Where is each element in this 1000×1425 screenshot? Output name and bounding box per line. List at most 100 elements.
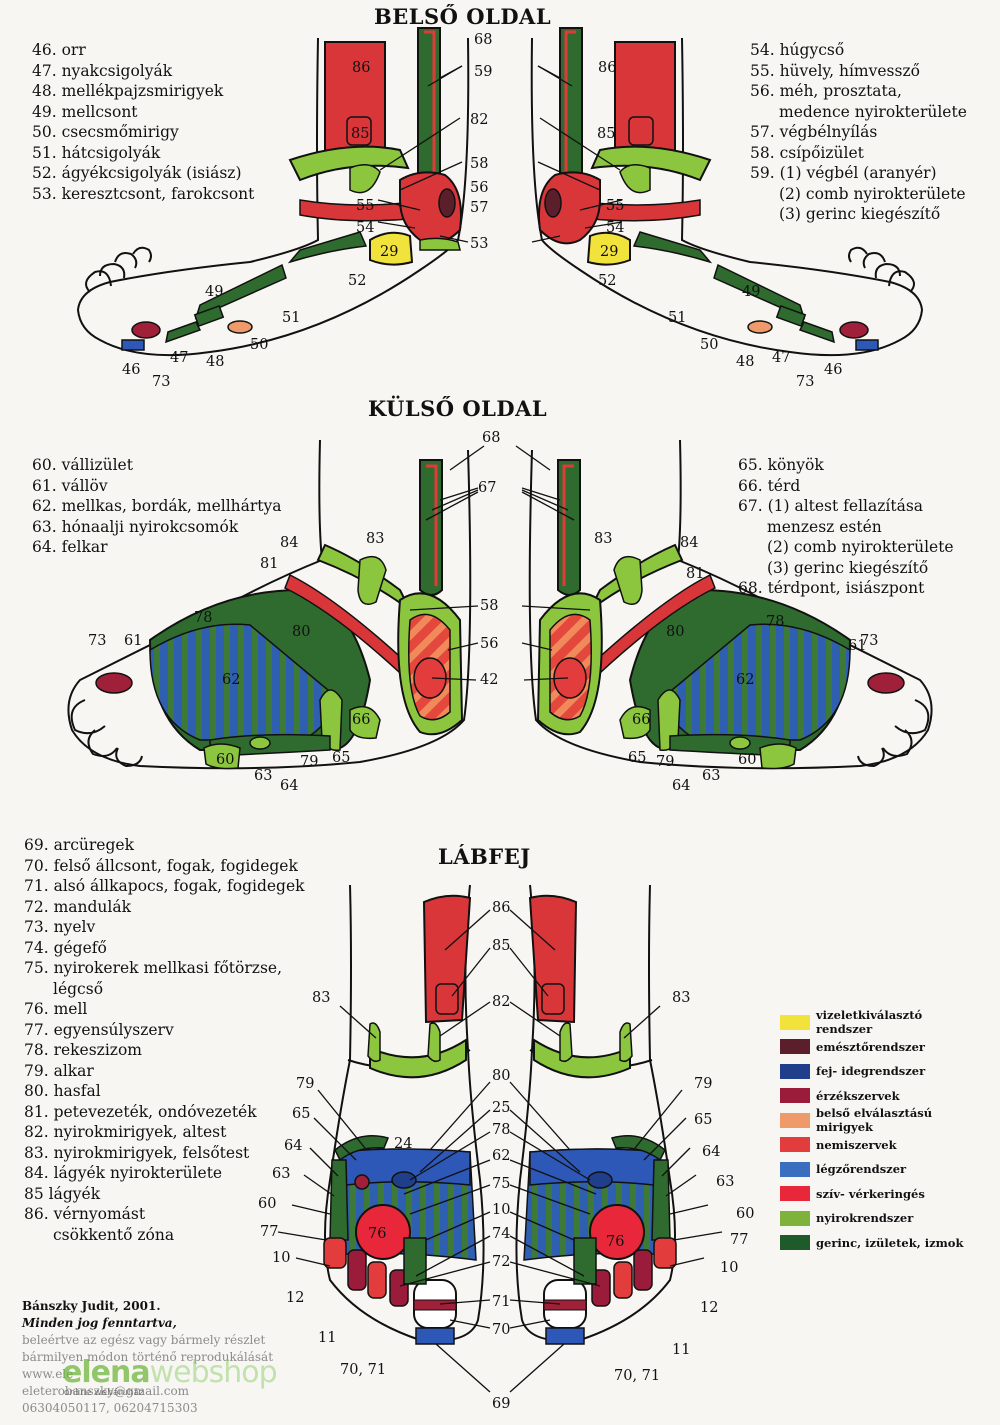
legend-swatch [780,1137,810,1153]
legend-label: fej- idegrendszer [816,1064,926,1079]
list-item: menzesz estén [767,517,882,536]
zone-number-label: 79 [656,754,674,770]
list-item: 68. térdpont, isiászpont [738,579,925,597]
watermark-brand: elena [62,1355,151,1390]
zone-number-label: 49 [205,284,223,300]
top-leader-lines [277,909,723,1393]
list-item: 65. könyök [738,456,824,474]
zone-number-label: 73 [860,633,878,649]
zone-number-label: 46 [122,362,140,378]
zone-number-label: 83 [312,990,330,1006]
zone-number-label: 53 [470,236,488,252]
list-item: 47. nyakcsigolyák [32,61,173,80]
zone-number-label: 66 [632,712,650,728]
zone-number-label: 76 [606,1234,624,1250]
list-item: 70. felső állcsont, fogak, fogidegek [24,856,298,875]
list-item: 48. mellékpajzsmirigyek [32,82,224,100]
zone-number-label: 86 [492,900,510,916]
list-item: 51. hátcsigolyák [32,143,161,162]
zone-number-label: 64 [284,1138,302,1154]
legend-label: nemiszervek [816,1137,897,1152]
zone-number-label: 49 [742,284,760,300]
zone-number-label: 86 [352,60,370,76]
zone-number-label: 71 [492,1294,510,1310]
zone-number-label: 73 [152,374,170,390]
list-item: 73. nyelv [24,918,96,936]
zone-number-label: 73 [88,633,106,649]
zone-number-label: 46 [824,362,842,378]
inner-right-foot [530,37,924,357]
list-item: 85 lágyék [24,1184,101,1203]
outer-left-zones [95,459,464,770]
list-item: 56. méh, prosztata, [750,82,902,100]
list-item: 54. húgycső [750,41,845,59]
author: Bánszky Judit, 2001. [22,1299,161,1313]
zone-number-label: 83 [672,990,690,1006]
zone-number-label: 80 [292,624,310,640]
zone-number-label: 84 [680,535,698,551]
zone-number-label: 62 [492,1148,510,1164]
zone-number-label: 68 [482,430,500,446]
zone-number-label: 29 [600,244,618,260]
phone-text: 06304050117, 06204715303 [22,1401,198,1415]
zone-number-label: 68 [474,32,492,48]
zone-number-label: 62 [222,672,240,688]
zone-number-label: 76 [368,1226,386,1242]
zone-number-label: 74 [492,1226,510,1242]
list-item: medence nyirokterülete [779,102,967,121]
list-item: 49. mellcsont [32,102,138,121]
legend-swatch [780,1112,810,1128]
watermark-subtitle: online webáruház [64,1388,144,1398]
zone-number-label: 82 [492,994,510,1010]
zone-number-label: 24 [394,1136,412,1152]
zone-number-label: 80 [666,624,684,640]
top-left-zones [323,894,477,1345]
zone-number-label: 78 [194,610,212,626]
legend-item: belső elválasztású mirigyek [780,1106,980,1134]
zone-number-label: 47 [170,350,188,366]
zone-number-label: 58 [470,156,488,172]
zone-number-label: 63 [702,768,720,784]
list-item: 75. nyirokerek mellkasi főtörzse, [24,959,282,977]
zone-number-label: 79 [694,1076,712,1092]
list-item: 74. gégefő [24,938,107,957]
zone-number-label: 70, 71 [340,1362,386,1378]
outer-leader-lines [409,445,591,681]
zone-number-label: 52 [598,273,616,289]
list-item: 71. alsó állkapocs, fogak, fogidegek [24,877,305,895]
list-item: 83. nyirokmirigyek, felsőtest [24,1143,250,1162]
legend-item: gerinc, izületek, izmok [780,1231,980,1256]
legend-item: nemiszervek [780,1133,980,1158]
zone-number-label: 83 [366,531,384,547]
email-text: eleterobanszky@gmail.com [22,1384,190,1398]
legend-item: szív- vérkeringés [780,1182,980,1207]
zone-number-label: 70, 71 [614,1368,660,1384]
outer-side-title: KÜLSŐ OLDAL [368,396,548,421]
zone-number-label: 64 [280,778,298,794]
list-item: 53. keresztcsont, farokcsont [32,184,255,203]
legend-swatch [780,1014,810,1030]
zone-number-label: 79 [296,1076,314,1092]
list-item: 79. alkar [24,1061,94,1080]
inner-left-list: 46. orr 47. nyakcsigolyák 48. mellékpajz… [32,40,254,204]
list-item: 62. mellkas, bordák, mellhártya [32,497,282,515]
list-item: (3) gerinc kiegészítő [779,205,941,223]
zone-number-label: 78 [492,1122,510,1138]
list-item: 58. csípőizület [750,143,864,162]
top-right-zones [523,894,677,1345]
zone-number-label: 10 [720,1260,738,1276]
zone-number-label: 54 [606,220,624,236]
zone-number-label: 60 [738,752,756,768]
zone-number-label: 69 [492,1396,510,1412]
legend-item: érzékszervek [780,1084,980,1109]
zone-number-label: 25 [492,1100,510,1116]
list-item: 66. térd [738,476,801,495]
zone-number-label: 47 [772,350,790,366]
zone-number-label: 56 [470,180,488,196]
list-item: 59. (1) végbél (aranyér) [750,164,937,182]
zone-number-label: 78 [766,614,784,630]
list-item: 84. lágyék nyirokterülete [24,1164,223,1182]
website-text: www.ele [22,1367,74,1381]
legend-swatch [780,1161,810,1177]
